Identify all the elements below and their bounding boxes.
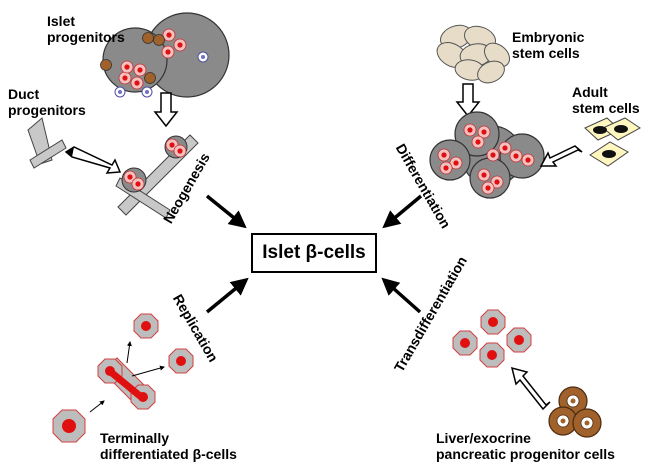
adult-stem-cells-label: Adult stem cells <box>572 84 640 116</box>
duct-to-neogenesis-arrow <box>64 146 122 174</box>
islet-progenitors-line2: progenitors <box>47 29 125 45</box>
duct-progenitors-line2: progenitors <box>8 102 86 118</box>
islet-beta-cells-label: Islet β-cells <box>262 242 366 263</box>
islet-beta-cells-box: Islet β-cells <box>251 233 377 273</box>
differentiated-islet-cluster <box>429 111 545 199</box>
terminally-line1: Terminally <box>100 430 169 446</box>
adult-line2: stem cells <box>572 100 640 116</box>
duct-illustration <box>27 117 199 219</box>
transdifferentiation-cells-illustration <box>452 309 532 368</box>
islet-progenitors-label: Islet progenitors <box>47 13 125 45</box>
embryonic-stem-cells-illustration <box>436 24 511 84</box>
adult-to-differentiation-arrow <box>539 145 583 167</box>
neogenesis-black-arrow <box>205 194 247 229</box>
liver-line1: Liver/exocrine <box>436 430 531 446</box>
duct-progenitors-label: Duct progenitors <box>8 86 86 118</box>
liver-exocrine-label: Liver/exocrine pancreatic progenitor cel… <box>436 430 615 462</box>
transdifferentiation-black-arrow <box>381 277 422 314</box>
embryonic-stem-cells-label: Embryonic stem cells <box>512 29 584 61</box>
terminally-differentiated-label: Terminally differentiated β-cells <box>100 430 237 462</box>
embryonic-line1: Embryonic <box>512 29 585 45</box>
embryonic-line2: stem cells <box>512 45 580 61</box>
terminally-line2: differentiated β-cells <box>100 446 237 462</box>
liver-progenitor-cells-illustration <box>548 386 602 438</box>
differentiation-black-arrow <box>382 194 423 229</box>
islet-to-neogenesis-arrow <box>153 92 179 128</box>
islet-progenitors-line1: Islet <box>47 13 76 29</box>
islet-progenitors-illustration <box>100 12 230 98</box>
adult-line1: Adult <box>572 84 608 100</box>
duct-progenitors-line1: Duct <box>8 86 40 102</box>
liver-line2: pancreatic progenitor cells <box>436 446 615 462</box>
replication-black-arrow <box>205 277 249 314</box>
replication-cells-illustration <box>52 313 194 443</box>
embryonic-to-differentiation-arrow <box>455 83 481 118</box>
adult-stem-cells-illustration <box>584 117 641 167</box>
liver-to-beta-arrow <box>510 366 551 411</box>
